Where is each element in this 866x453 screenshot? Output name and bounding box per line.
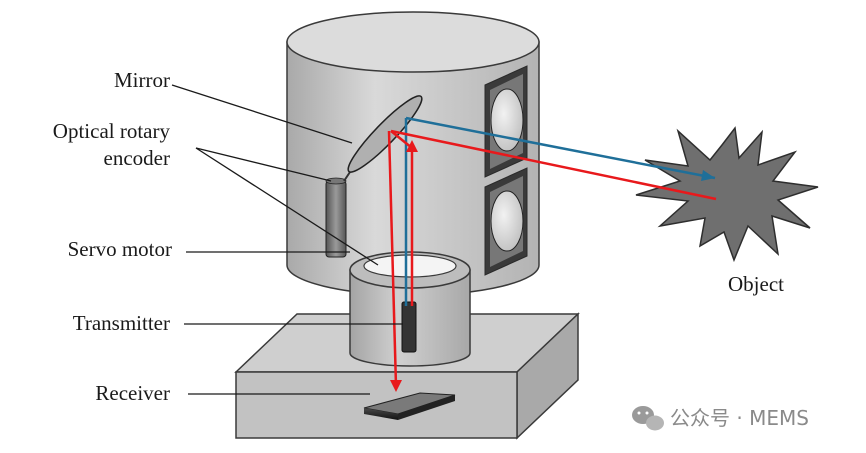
housing-window-lower bbox=[484, 167, 528, 276]
mirror-element bbox=[347, 95, 423, 173]
optical-rotary-encoder bbox=[325, 162, 357, 258]
label-object: Object bbox=[728, 272, 784, 296]
transmitter-element bbox=[401, 301, 417, 353]
label-receiver: Receiver bbox=[95, 381, 170, 405]
transmit-beam bbox=[387, 129, 717, 392]
label-encoder-line2: encoder bbox=[104, 146, 170, 170]
wechat-icon bbox=[632, 406, 664, 431]
watermark: 公众号 · MEMS bbox=[632, 406, 809, 431]
label-servo-motor: Servo motor bbox=[68, 237, 172, 261]
housing-window-upper bbox=[484, 65, 528, 178]
label-encoder-line1: Optical rotary bbox=[53, 119, 171, 143]
leader-lines bbox=[171, 84, 403, 395]
watermark-text: 公众号 · MEMS bbox=[670, 406, 809, 430]
label-mirror: Mirror bbox=[114, 68, 170, 92]
label-transmitter: Transmitter bbox=[73, 311, 170, 335]
target-object bbox=[635, 126, 819, 263]
receiver-element bbox=[363, 392, 456, 420]
receive-beam bbox=[404, 116, 716, 306]
